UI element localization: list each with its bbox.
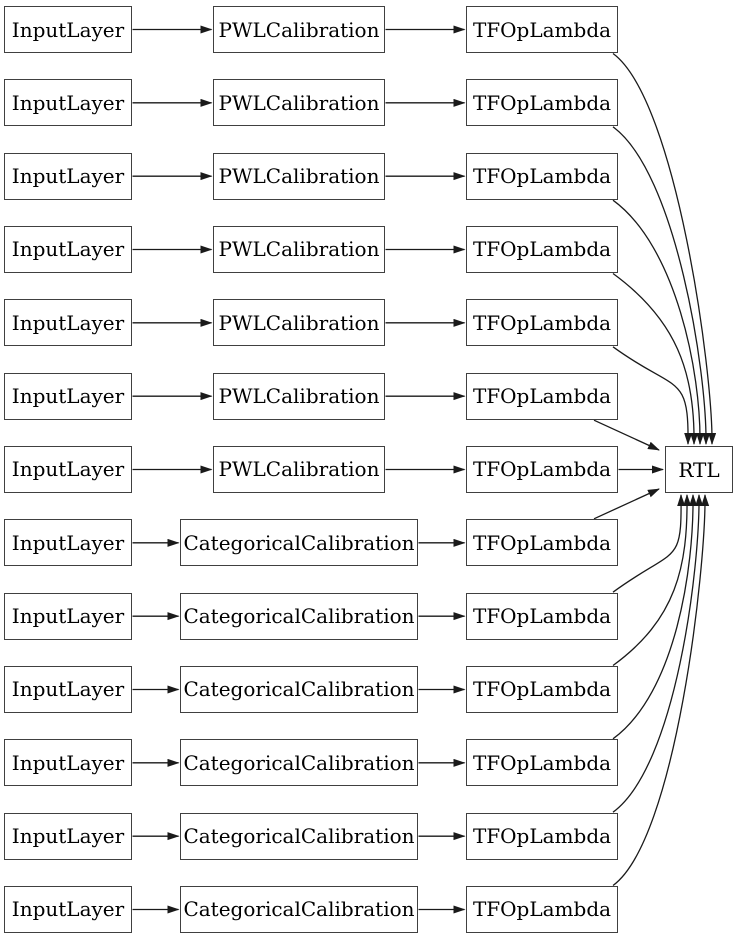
input-layer-label: InputLayer [11,530,125,555]
input-layer-label: InputLayer [11,750,125,775]
tfoplambda-node: TFOpLambda [466,665,618,713]
edge-lambda-to-rtl [612,126,711,445]
tfoplambda-label: TFOpLambda [472,310,612,335]
calibration-node: PWLCalibration [213,152,385,200]
edge-lambda-to-rtl [593,419,660,451]
input-layer-node: InputLayer [4,225,132,273]
edge-lambda-to-rtl [612,199,705,445]
calibration-node: PWLCalibration [213,445,385,493]
calibration-node: PWLCalibration [213,372,385,420]
input-layer-node: InputLayer [4,372,132,420]
tfoplambda-label: TFOpLambda [472,604,612,629]
input-layer-label: InputLayer [11,824,125,849]
calibration-node: CategoricalCalibration [180,665,418,713]
calibration-label: CategoricalCalibration [183,897,415,922]
calibration-label: PWLCalibration [218,237,380,262]
input-layer-node: InputLayer [4,519,132,567]
calibration-node: CategoricalCalibration [180,519,418,567]
calibration-node: PWLCalibration [213,225,385,273]
tfoplambda-node: TFOpLambda [466,519,618,567]
calibration-label: PWLCalibration [218,164,380,189]
input-layer-label: InputLayer [11,677,125,702]
calibration-label: CategoricalCalibration [183,604,415,629]
edge-lambda-to-rtl [612,494,692,667]
edge-lambda-to-rtl [593,488,660,520]
tfoplambda-node: TFOpLambda [466,812,618,860]
calibration-label: CategoricalCalibration [183,750,415,775]
edge-lambda-to-rtl [612,272,699,445]
input-layer-label: InputLayer [11,310,125,335]
input-layer-label: InputLayer [11,17,125,42]
calibration-node: PWLCalibration [213,79,385,127]
input-layer-node: InputLayer [4,665,132,713]
input-layer-node: InputLayer [4,885,132,933]
calibration-node: CategoricalCalibration [180,592,418,640]
calibration-label: PWLCalibration [218,90,380,115]
input-layer-label: InputLayer [11,237,125,262]
edge-lambda-to-rtl [612,494,698,740]
calibration-label: PWLCalibration [218,310,380,335]
tfoplambda-node: TFOpLambda [466,299,618,347]
calibration-label: PWLCalibration [218,457,380,482]
rtl-node: RTL [665,446,733,493]
input-layer-node: InputLayer [4,79,132,127]
calibration-label: CategoricalCalibration [183,824,415,849]
tfoplambda-label: TFOpLambda [472,897,612,922]
tfoplambda-label: TFOpLambda [472,90,612,115]
input-layer-node: InputLayer [4,299,132,347]
tfoplambda-label: TFOpLambda [472,750,612,775]
tfoplambda-label: TFOpLambda [472,237,612,262]
tfoplambda-label: TFOpLambda [472,530,612,555]
tfoplambda-label: TFOpLambda [472,17,612,42]
input-layer-node: InputLayer [4,152,132,200]
edge-lambda-to-rtl [612,52,717,445]
input-layer-label: InputLayer [11,384,125,409]
edge-lambda-to-rtl [612,494,704,813]
tfoplambda-label: TFOpLambda [472,457,612,482]
tfoplambda-label: TFOpLambda [472,824,612,849]
tfoplambda-node: TFOpLambda [466,445,618,493]
tfoplambda-node: TFOpLambda [466,372,618,420]
calibration-node: CategoricalCalibration [180,739,418,787]
input-layer-node: InputLayer [4,812,132,860]
calibration-node: PWLCalibration [213,6,385,53]
tfoplambda-node: TFOpLambda [466,152,618,200]
input-layer-label: InputLayer [11,897,125,922]
input-layer-label: InputLayer [11,457,125,482]
tfoplambda-label: TFOpLambda [472,677,612,702]
calibration-node: CategoricalCalibration [180,812,418,860]
tfoplambda-label: TFOpLambda [472,164,612,189]
calibration-node: PWLCalibration [213,299,385,347]
input-layer-node: InputLayer [4,592,132,640]
calibration-label: CategoricalCalibration [183,530,415,555]
tfoplambda-node: TFOpLambda [466,739,618,787]
edge-lambda-to-rtl [612,494,710,887]
input-layer-label: InputLayer [11,164,125,189]
calibration-node: CategoricalCalibration [180,885,418,933]
tfoplambda-label: TFOpLambda [472,384,612,409]
tfoplambda-node: TFOpLambda [466,885,618,933]
input-layer-node: InputLayer [4,445,132,493]
tfoplambda-node: TFOpLambda [466,592,618,640]
calibration-label: PWLCalibration [218,17,380,42]
input-layer-node: InputLayer [4,6,132,53]
calibration-label: CategoricalCalibration [183,677,415,702]
tfoplambda-node: TFOpLambda [466,225,618,273]
tfoplambda-node: TFOpLambda [466,79,618,127]
input-layer-label: InputLayer [11,604,125,629]
rtl-node-label: RTL [678,457,720,482]
edge-lambda-to-rtl [612,346,693,445]
input-layer-node: InputLayer [4,739,132,787]
edge-lambda-to-rtl [612,494,686,593]
tfoplambda-node: TFOpLambda [466,6,618,53]
input-layer-label: InputLayer [11,90,125,115]
calibration-label: PWLCalibration [218,384,380,409]
